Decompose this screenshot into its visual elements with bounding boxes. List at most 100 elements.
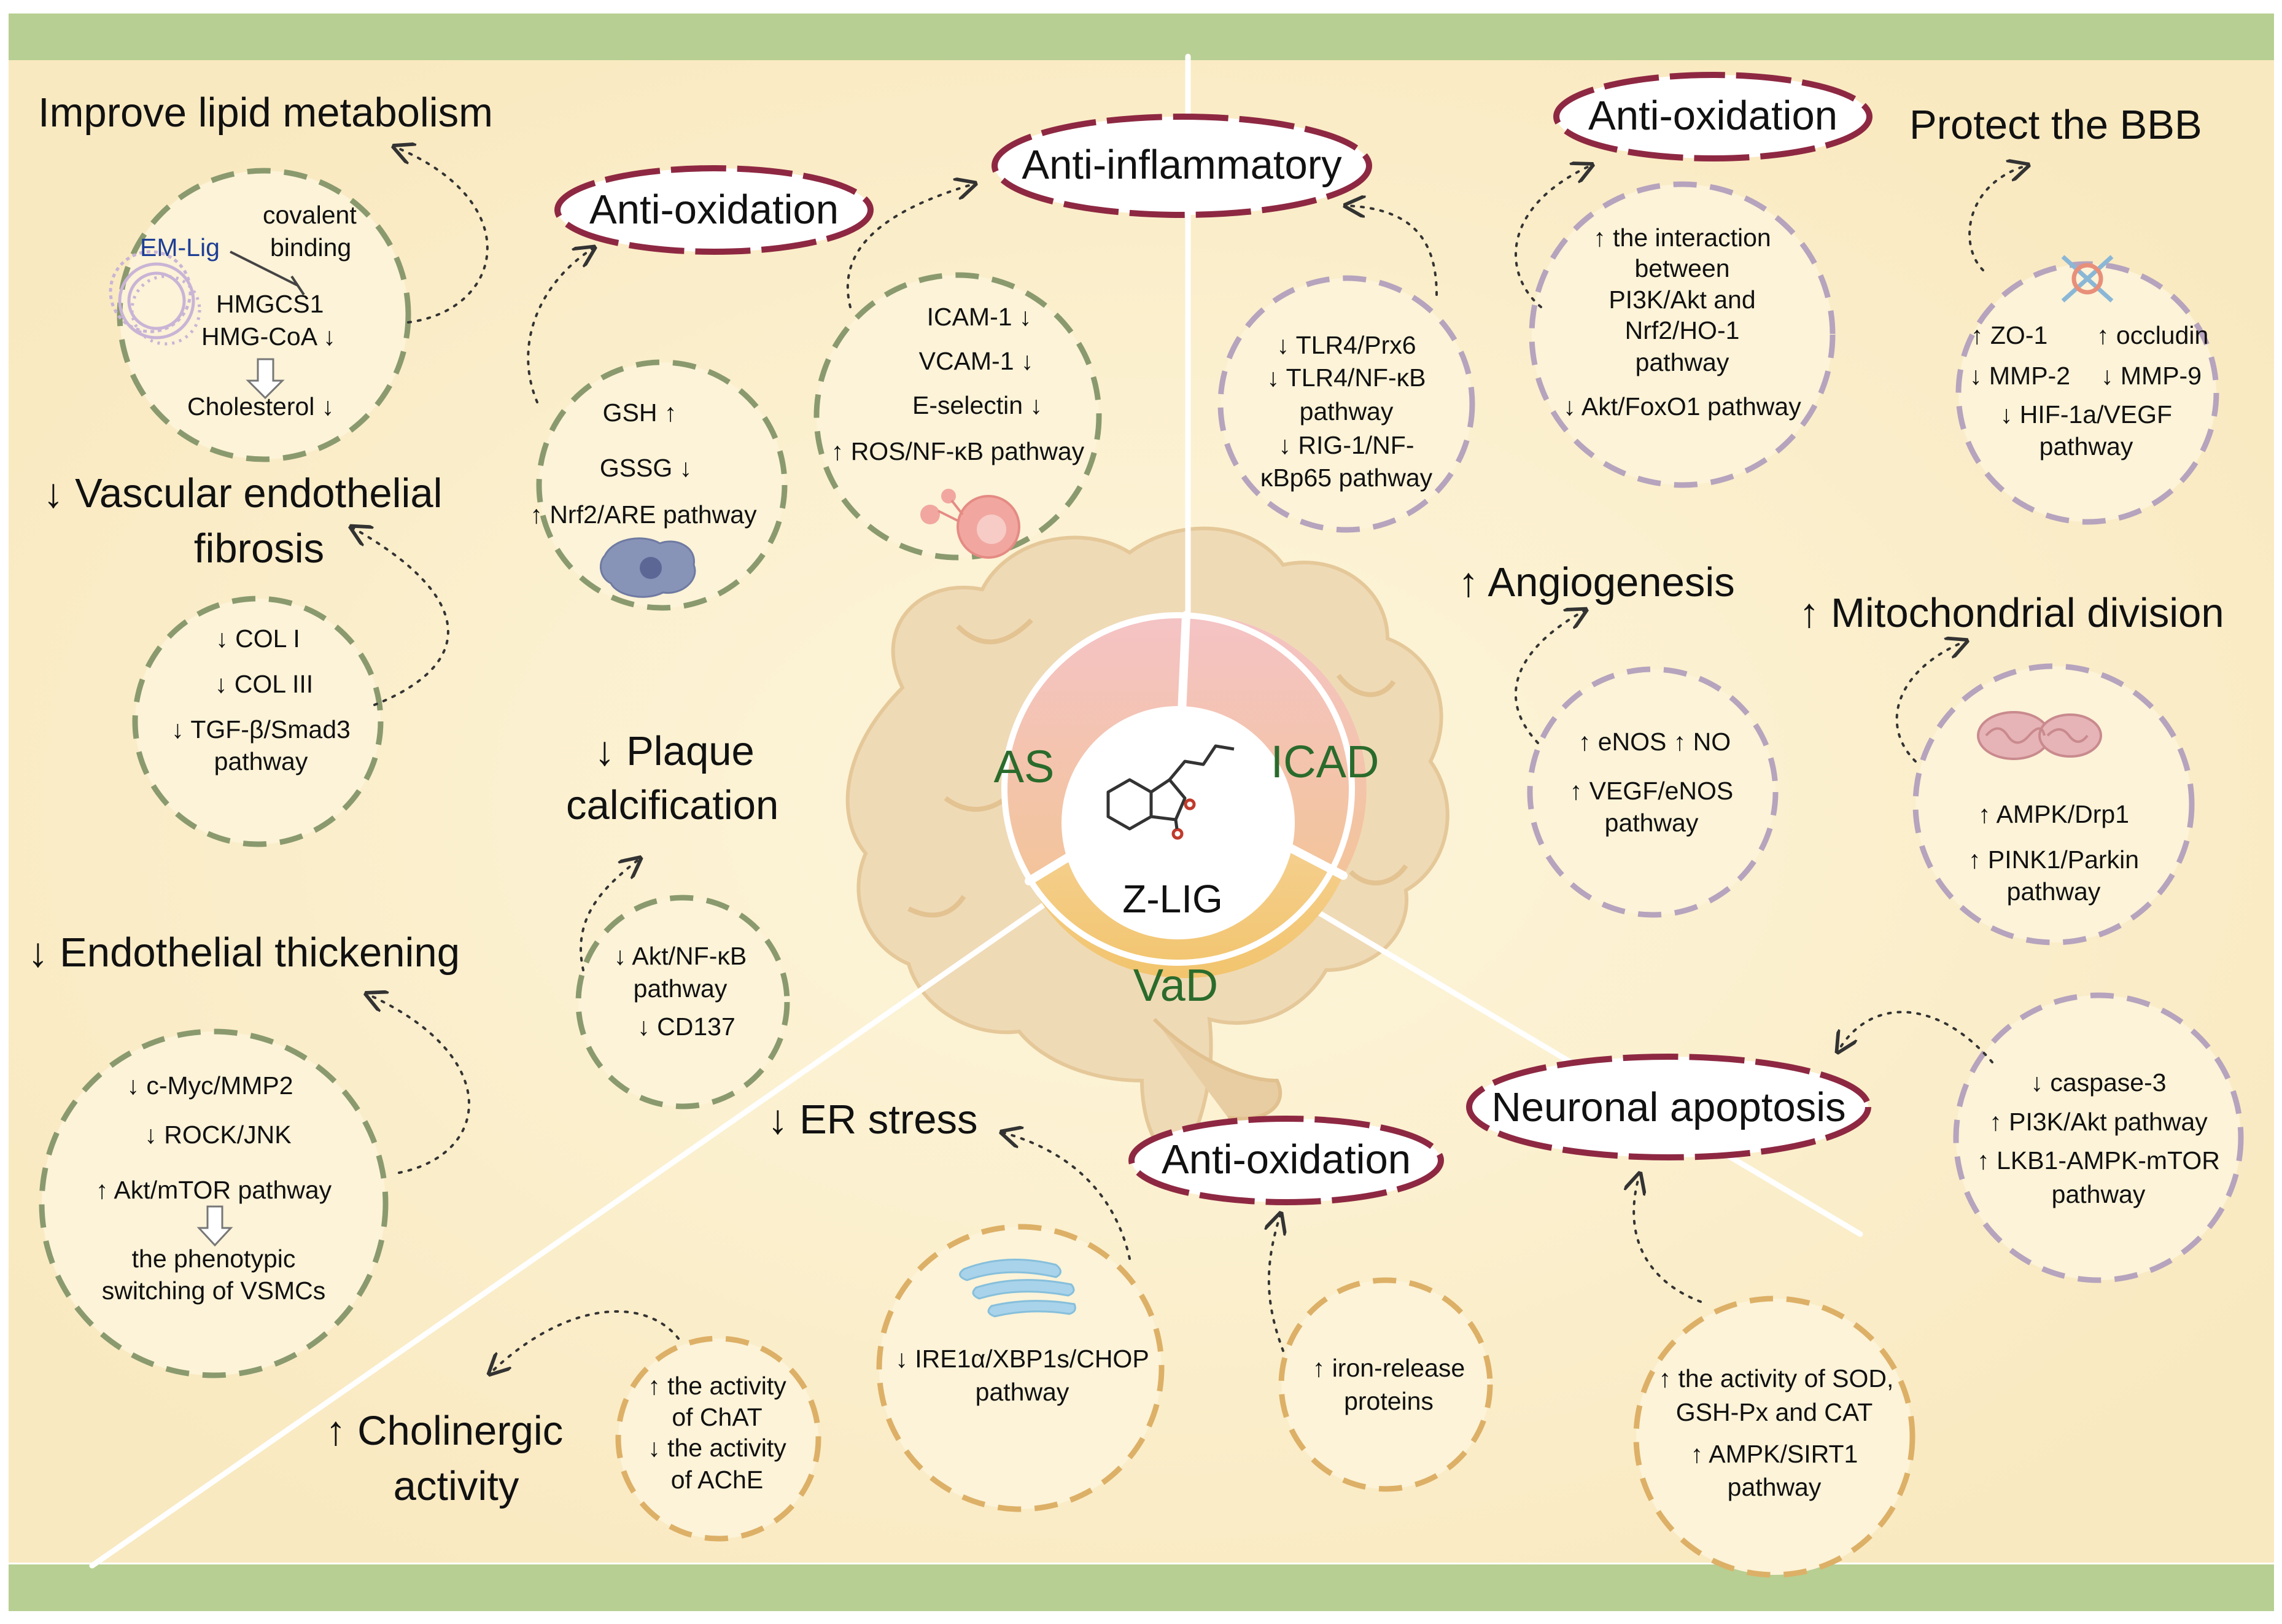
as-inflammatory-line-4: ↑ ROS/NF-κB pathway <box>831 437 1085 465</box>
cholinergic-title-1: ↑ Cholinergic <box>325 1408 564 1454</box>
plaque-line-1: ↓ Akt/NF-κB <box>613 942 747 970</box>
cell-icon <box>599 537 696 598</box>
z-lig-molecule-icon <box>1106 744 1235 840</box>
fibrosis-line-1: ↓ COL I <box>215 624 300 653</box>
top-banner <box>9 14 2274 60</box>
as-inflammatory-line-1: ICAM-1 ↓ <box>926 303 1032 331</box>
icad-apoptosis-line-1: ↓ caspase-3 <box>2030 1068 2167 1097</box>
bbb-line-1b: ↑ occludin <box>2097 321 2209 349</box>
circle-vad-antioxidation <box>1278 1277 1493 1492</box>
icad-antioxidation-line-5: pathway <box>1635 348 1729 376</box>
thickening-line-4: the phenotypic <box>131 1245 296 1273</box>
er-line-1: ↓ IRE1α/XBP1s/CHOP <box>895 1345 1149 1373</box>
er-stress-title: ↓ ER stress <box>767 1097 978 1143</box>
mitochondria-icon <box>1977 711 2102 760</box>
mitochondria-title: ↑ Mitochondrial division <box>1799 590 2224 636</box>
cholinergic-title-2: activity <box>393 1463 519 1509</box>
mitochondria-line-1: ↑ AMPK/Drp1 <box>1977 800 2130 828</box>
icad-inflammatory-line-5: κBp65 pathway <box>1260 464 1433 492</box>
bbb-line-3: ↓ HIF-1a/VEGF <box>2000 400 2173 429</box>
hmgcoa-label: HMG-CoA ↓ <box>201 322 336 351</box>
thickening-line-3: ↑ Akt/mTOR pathway <box>95 1176 332 1204</box>
bbb-line-4: pathway <box>2039 432 2133 460</box>
angiogenesis-line-1: ↑ eNOS ↑ NO <box>1578 728 1731 756</box>
leukocyte-icon <box>920 489 1020 559</box>
circle-icad-antioxidation <box>1529 181 1836 488</box>
vad-antioxidation-title: Anti-oxidation <box>1162 1136 1411 1183</box>
em-lig-label: EM-Lig <box>140 233 220 262</box>
thickening-title: ↓ Endothelial thickening <box>28 930 460 976</box>
icad-inflammatory-line-1: ↓ TLR4/Prx6 <box>1276 331 1416 359</box>
vad-apoptosis-line-2: GSH-Px and CAT <box>1675 1398 1873 1426</box>
center-label-zlig: Z-LIG <box>1122 877 1223 921</box>
hollow-arrow-lipid <box>246 358 285 400</box>
angiogenesis-title: ↑ Angiogenesis <box>1458 559 1735 605</box>
icad-inflammatory-line-2: ↓ TLR4/NF-κB <box>1267 363 1426 392</box>
circle-cholinergic <box>615 1335 821 1542</box>
ellipse-anti-inflammatory <box>992 114 1372 218</box>
icad-inflammatory-line-3: pathway <box>1299 397 1394 425</box>
as-inflammatory-line-2: VCAM-1 ↓ <box>918 347 1034 375</box>
em-lig-nanoparticle-icon <box>109 250 201 346</box>
as-antioxidation-line-3: ↑ Nrf2/ARE pathway <box>530 500 757 529</box>
ellipse-vad-antioxidation <box>1128 1116 1444 1205</box>
icad-antioxidation-line-1: ↑ the interaction <box>1593 223 1771 252</box>
plaque-line-3: ↓ CD137 <box>637 1012 735 1041</box>
icad-antioxidation-line-2: between <box>1634 254 1730 282</box>
ellipse-as-antioxidation <box>554 165 874 255</box>
icad-inflammatory-line-4: ↓ RIG-1/NF- <box>1278 431 1415 459</box>
plaque-title-2: calcification <box>566 782 779 828</box>
angiogenesis-line-2: ↑ VEGF/eNOS <box>1569 777 1734 805</box>
plaque-title-1: ↓ Plaque <box>594 728 755 774</box>
bottom-banner <box>9 1564 2274 1611</box>
circle-angiogenesis <box>1527 666 1779 918</box>
thickening-line-2: ↓ ROCK/JNK <box>144 1121 292 1149</box>
dotted-arrows <box>353 147 2026 1372</box>
angiogenesis-line-3: pathway <box>1604 809 1699 837</box>
bbb-line-2a: ↓ MMP-2 <box>1970 362 2070 390</box>
as-circles <box>39 168 1102 1378</box>
icad-antioxidation-line-6: ↓ Akt/FoxO1 pathway <box>1563 392 1801 421</box>
anti-inflammatory-title: Anti-inflammatory <box>1022 142 1342 188</box>
ellipse-icad-antioxidation <box>1553 72 1873 161</box>
plaque-line-2: pathway <box>633 974 728 1003</box>
circle-as-antioxidation <box>536 359 788 611</box>
circle-icad-apoptosis <box>1953 992 2244 1283</box>
as-inflammatory-line-3: E-selectin ↓ <box>912 391 1042 419</box>
circle-vad-apoptosis <box>1633 1296 1915 1578</box>
fibrosis-title-2: fibrosis <box>193 526 325 572</box>
hollow-arrow-vsmc <box>196 1205 233 1247</box>
cholinergic-line-4: of AChE <box>670 1466 764 1494</box>
as-antioxidation-line-2: GSSG ↓ <box>599 454 693 482</box>
bbb-title: Protect the BBB <box>1909 102 2202 148</box>
thickening-line-5: switching of VSMCs <box>101 1276 326 1305</box>
sector-label-vad: VaD <box>1133 960 1219 1011</box>
icad-antioxidation-line-3: PI3K/Akt and <box>1609 286 1756 314</box>
mitochondria-line-3: pathway <box>2006 877 2101 906</box>
vad-apoptosis-line-4: pathway <box>1727 1473 1822 1501</box>
icad-antioxidation-line-4: Nrf2/HO-1 <box>1624 316 1740 344</box>
ellipse-neuronal-apoptosis <box>1466 1054 1871 1160</box>
cholinergic-line-1: ↑ the activity <box>648 1372 786 1400</box>
circle-thickening <box>39 1028 389 1378</box>
fibrosis-title-1: ↓ Vascular endothelial <box>43 470 443 516</box>
icad-apoptosis-line-2: ↑ PI3K/Akt pathway <box>1989 1108 2208 1136</box>
sector-label-icad: ICAD <box>1270 736 1380 787</box>
vad-apoptosis-line-1: ↑ the activity of SOD, <box>1658 1364 1894 1393</box>
endoplasmic-reticulum-icon <box>959 1259 1076 1318</box>
lipid-title: Improve lipid metabolism <box>38 90 493 136</box>
tight-junction-icon <box>2061 255 2114 303</box>
er-line-2: pathway <box>975 1378 1069 1406</box>
fibrosis-line-3: ↓ TGF-β/Smad3 <box>171 715 351 744</box>
mitochondria-line-2: ↑ PINK1/Parkin <box>1968 845 2139 874</box>
inhibition-line <box>230 251 305 296</box>
covalent-label: covalent <box>263 201 357 229</box>
fibrosis-line-4: pathway <box>214 747 308 775</box>
icad-apoptosis-line-3: ↑ LKB1-AMPK-mTOR <box>1977 1146 2220 1175</box>
cholesterol-label: Cholesterol ↓ <box>187 392 335 421</box>
circle-as-inflammatory <box>813 272 1102 561</box>
binding-label: binding <box>270 233 352 262</box>
bbb-line-2b: ↓ MMP-9 <box>2101 362 2202 390</box>
vad-apoptosis-line-3: ↑ AMPK/SIRT1 <box>1690 1440 1858 1468</box>
